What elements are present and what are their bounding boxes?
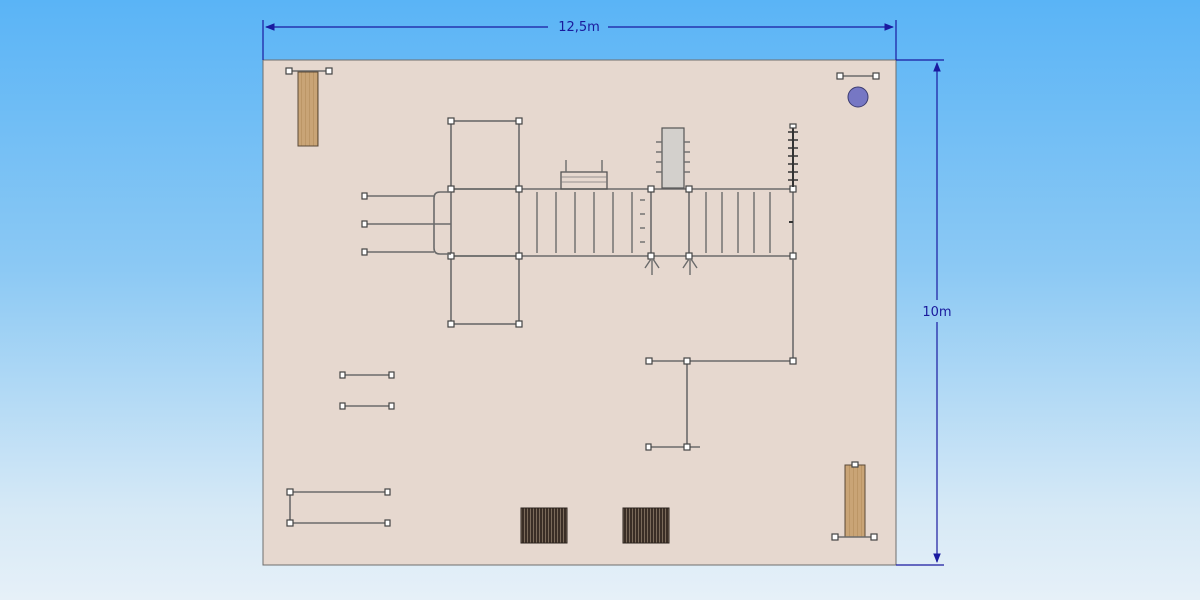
left-single-bars <box>339 371 395 410</box>
bench-top-left <box>285 67 333 147</box>
width-dimension: 12,5m <box>262 20 897 60</box>
pullup-structure <box>645 221 797 451</box>
width-label: 12,5m <box>558 20 600 35</box>
ground-area <box>262 59 897 566</box>
rubber-mat-right <box>622 507 670 544</box>
rubber-mat-left <box>520 507 568 544</box>
height-label: 10m <box>922 305 951 320</box>
bottom-left-bar-frame <box>286 488 391 527</box>
peg-pillar <box>656 127 690 189</box>
top-bench <box>560 160 608 190</box>
vertical-peg-pole <box>788 123 798 187</box>
height-dimension: 10m <box>896 59 952 566</box>
ball-top-right <box>847 86 869 108</box>
left-dip-bars <box>361 191 451 256</box>
small-bar-top-right <box>836 72 880 80</box>
bench-bottom-right <box>831 461 878 541</box>
